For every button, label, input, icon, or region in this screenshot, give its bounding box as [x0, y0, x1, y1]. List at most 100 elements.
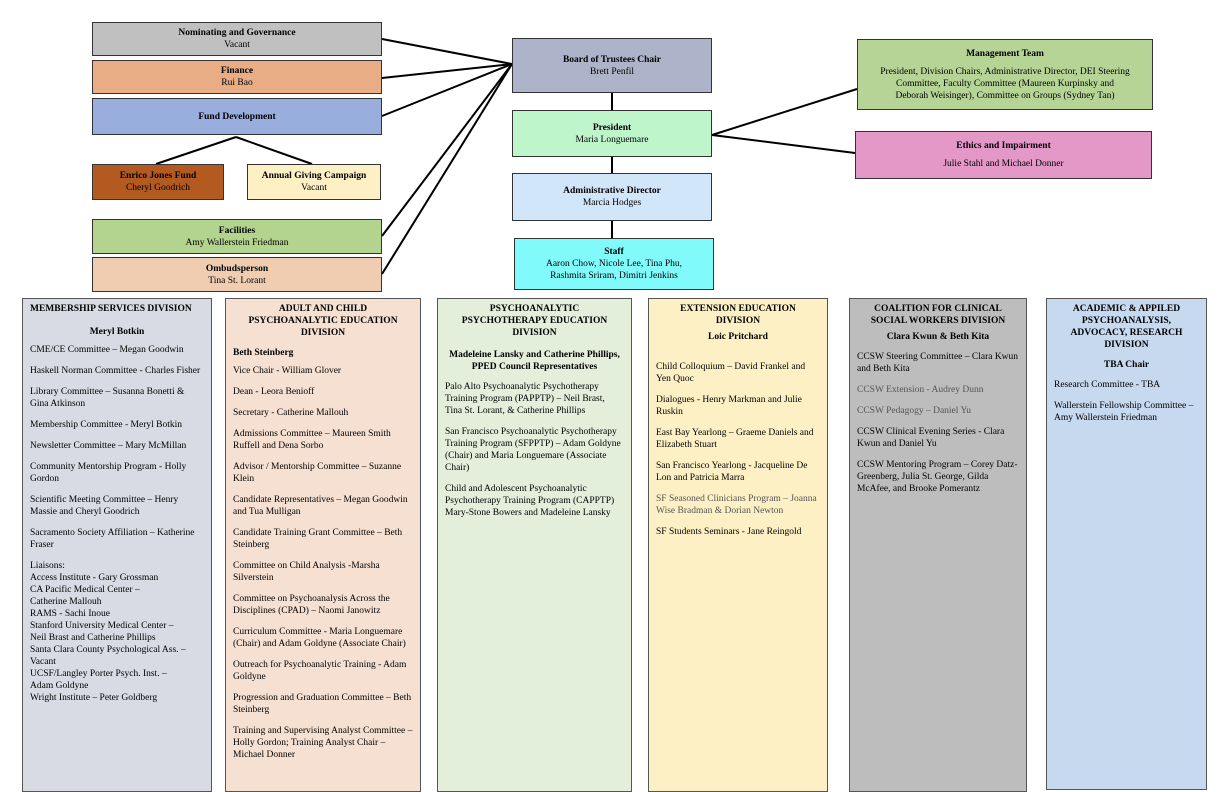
- committee-item: CCSW Steering Committee – Clara Kwun and…: [857, 352, 1019, 374]
- committee-item: CME/CE Committee – Megan Goodwin: [30, 345, 184, 355]
- box-name: Amy Wallerstein Friedman: [185, 237, 289, 248]
- committee-item: Research Committee - TBA: [1054, 380, 1161, 390]
- annual-giving-box: Annual Giving Campaign Vacant: [247, 164, 381, 200]
- box-name: Vacant: [301, 183, 327, 193]
- committee-item: Sacramento Society Affiliation – Katheri…: [30, 528, 195, 550]
- division-header: PSYCHOANALYTIC PSYCHOTHERAPY EDUCATION D…: [461, 304, 608, 338]
- committee-item: Secretary - Catherine Mallouh: [233, 408, 349, 418]
- committee-item: Progression and Graduation Committee – B…: [233, 693, 412, 715]
- committee-item: Community Mentorship Program - Holly Gor…: [30, 462, 187, 484]
- box-title: Annual Giving Campaign: [261, 171, 367, 181]
- division-header: COALITION FOR CLINICAL SOCIAL WORKERS DI…: [870, 304, 1006, 326]
- committee-item: Curriculum Committee - Maria Longuemare …: [233, 627, 406, 649]
- liaison-line: Vacant: [30, 657, 56, 667]
- liaison-line: Catherine Mallouh: [30, 597, 102, 607]
- committee-item: Candidate Training Grant Committee – Bet…: [233, 528, 403, 550]
- adult-child-education-division: ADULT AND CHILD PSYCHOANALYTIC EDUCATION…: [225, 298, 421, 792]
- committee-item: Child Colloquium – David Frankel and Yen…: [656, 362, 806, 384]
- box-title: President: [592, 122, 632, 133]
- liaisons-label: Liaisons:: [30, 561, 65, 571]
- academic-research-division: ACADEMIC & APPILED PSYCHOANALYSIS, ADVOC…: [1046, 298, 1207, 790]
- board-chair-box: Board of Trustees Chair Brett Penfil: [512, 38, 712, 93]
- committee-item: Outreach for Psychoanalytic Training - A…: [233, 660, 407, 682]
- box-title: Staff: [604, 247, 624, 257]
- facilities-box: Facilities Amy Wallerstein Friedman: [92, 219, 382, 254]
- committee-item: East Bay Yearlong – Graeme Daniels and E…: [656, 428, 814, 450]
- box-title: Enrico Jones Fund: [119, 171, 197, 181]
- committee-item: Palo Alto Psychoanalytic Psychotherapy T…: [445, 382, 605, 416]
- committee-item: San Francisco Yearlong - Jacqueline De L…: [656, 461, 808, 483]
- division-header: ADULT AND CHILD PSYCHOANALYTIC EDUCATION…: [248, 304, 398, 338]
- committee-item: Candidate Representatives – Megan Goodwi…: [233, 495, 408, 517]
- membership-services-division: MEMBERSHIP SERVICES DIVISION Meryl Botki…: [22, 298, 212, 792]
- box-name: Marcia Hodges: [582, 198, 642, 208]
- committee-item: Dean - Leora Benioff: [233, 387, 315, 397]
- box-title: Nominating and Governance: [178, 28, 296, 38]
- box-name: Aaron Chow, Nicole Lee, Tina Phu,: [545, 259, 683, 269]
- psychotherapy-education-division: PSYCHOANALYTIC PSYCHOTHERAPY EDUCATION D…: [437, 298, 632, 792]
- committee-item: CCSW Mentoring Program – Corey Datz-Gree…: [857, 460, 1018, 494]
- box-title: Management Team: [966, 48, 1044, 59]
- clinical-social-workers-division: COALITION FOR CLINICAL SOCIAL WORKERS DI…: [849, 298, 1027, 792]
- liaison-line: RAMS - Sachi Inoue: [30, 609, 110, 619]
- committee-item: Committee on Child Analysis -Marsha Silv…: [233, 561, 380, 583]
- box-title: Fund Development: [198, 111, 276, 122]
- liaison-line: Access Institute - Gary Grossman: [30, 573, 159, 583]
- box-title: Administrative Director: [563, 186, 661, 196]
- ombudsperson-box: Ombudsperson Tina St. Lorant: [92, 257, 382, 292]
- liaison-line: Santa Clara County Psychological Ass. –: [30, 645, 186, 655]
- liaison-line: CA Pacific Medical Center –: [30, 585, 140, 595]
- division-header: EXTENSION EDUCATION DIVISION: [680, 304, 796, 326]
- committee-item: Child and Adolescent Psychoanalytic Psyc…: [445, 484, 615, 518]
- staff-box: Staff Aaron Chow, Nicole Lee, Tina Phu, …: [514, 238, 714, 290]
- committee-item: Vice Chair - William Glover: [233, 366, 342, 376]
- division-lead: Loic Pritchard: [708, 332, 768, 342]
- extension-education-division: EXTENSION EDUCATION DIVISION Loic Pritch…: [648, 298, 828, 792]
- box-title: Ombudsperson: [205, 263, 269, 274]
- division-lead: Clara Kwun & Beth Kita: [886, 332, 990, 342]
- liaison-line: Adam Goldyne: [30, 681, 89, 691]
- liaison-line: Wright Institute – Peter Goldberg: [30, 693, 158, 703]
- division-header: ACADEMIC & APPILED PSYCHOANALYSIS, ADVOC…: [1070, 304, 1183, 350]
- committee-item: CCSW Clinical Evening Series - Clara Kwu…: [857, 427, 1005, 449]
- box-line: Committee, Faculty Committee (Maureen Ku…: [896, 78, 1114, 89]
- division-lead: TBA Chair: [1103, 360, 1150, 370]
- committee-item: Library Committee – Susanna Bonetti & Gi…: [30, 387, 185, 409]
- committee-item: San Francisco Psychoanalytic Psychothera…: [445, 427, 621, 473]
- management-team-box: Management Team President, Division Chai…: [857, 39, 1153, 110]
- division-lead: Madeleine Lansky and Catherine Phillips,…: [449, 350, 620, 372]
- committee-item: Membership Committee - Meryl Botkin: [30, 420, 182, 430]
- liaison-line: UCSF/Langley Porter Psych. Inst. –: [30, 669, 167, 679]
- box-title: Facilities: [218, 225, 256, 236]
- nominating-governance-box: Nominating and Governance Vacant: [92, 22, 382, 56]
- fund-development-box: Fund Development: [92, 98, 382, 135]
- box-title: Finance: [220, 66, 254, 76]
- committee-item: Haskell Norman Committee - Charles Fishe…: [30, 366, 201, 376]
- committee-item: CCSW Pedagogy – Daniel Yu: [857, 406, 971, 416]
- committee-item: CCSW Extension - Audrey Dunn: [857, 385, 984, 395]
- liaison-line: Stanford University Medical Center –: [30, 621, 174, 631]
- committee-item: Committee on Psychoanalysis Across the D…: [233, 594, 390, 616]
- committee-item: SF Seasoned Clinicians Program – Joanna …: [656, 494, 817, 516]
- committee-item: Scientific Meeting Committee – Henry Mas…: [30, 495, 179, 517]
- box-title: Board of Trustees Chair: [562, 54, 662, 65]
- committee-item: Dialogues - Henry Markman and Julie Rusk…: [656, 395, 802, 417]
- committee-item: Newsletter Committee – Mary McMillan: [30, 441, 187, 451]
- liaison-line: Neil Brast and Catherine Phillips: [30, 633, 156, 643]
- box-name: Cheryl Goodrich: [125, 183, 191, 193]
- division-header: MEMBERSHIP SERVICES DIVISION: [30, 304, 192, 314]
- finance-box: Finance Rui Bao: [92, 60, 382, 94]
- president-box: President Maria Longuemare: [512, 110, 712, 157]
- committee-item: SF Students Seminars - Jane Reingold: [656, 527, 802, 537]
- box-name: Brett Penfil: [589, 66, 635, 77]
- ethics-impairment-box: Ethics and Impairment Julie Stahl and Mi…: [855, 131, 1152, 179]
- committee-item: Wallerstein Fellowship Committee – Amy W…: [1054, 401, 1194, 423]
- administrative-director-box: Administrative Director Marcia Hodges: [512, 173, 712, 221]
- box-name: Rashmita Sriram, Dimitri Jenkins: [550, 271, 678, 281]
- division-lead: Meryl Botkin: [89, 327, 145, 337]
- division-lead: Beth Steinberg: [233, 348, 294, 358]
- box-title: Ethics and Impairment: [956, 141, 1051, 151]
- box-name: Rui Bao: [221, 78, 253, 88]
- committee-item: Admissions Committee – Maureen Smith Ruf…: [233, 429, 391, 451]
